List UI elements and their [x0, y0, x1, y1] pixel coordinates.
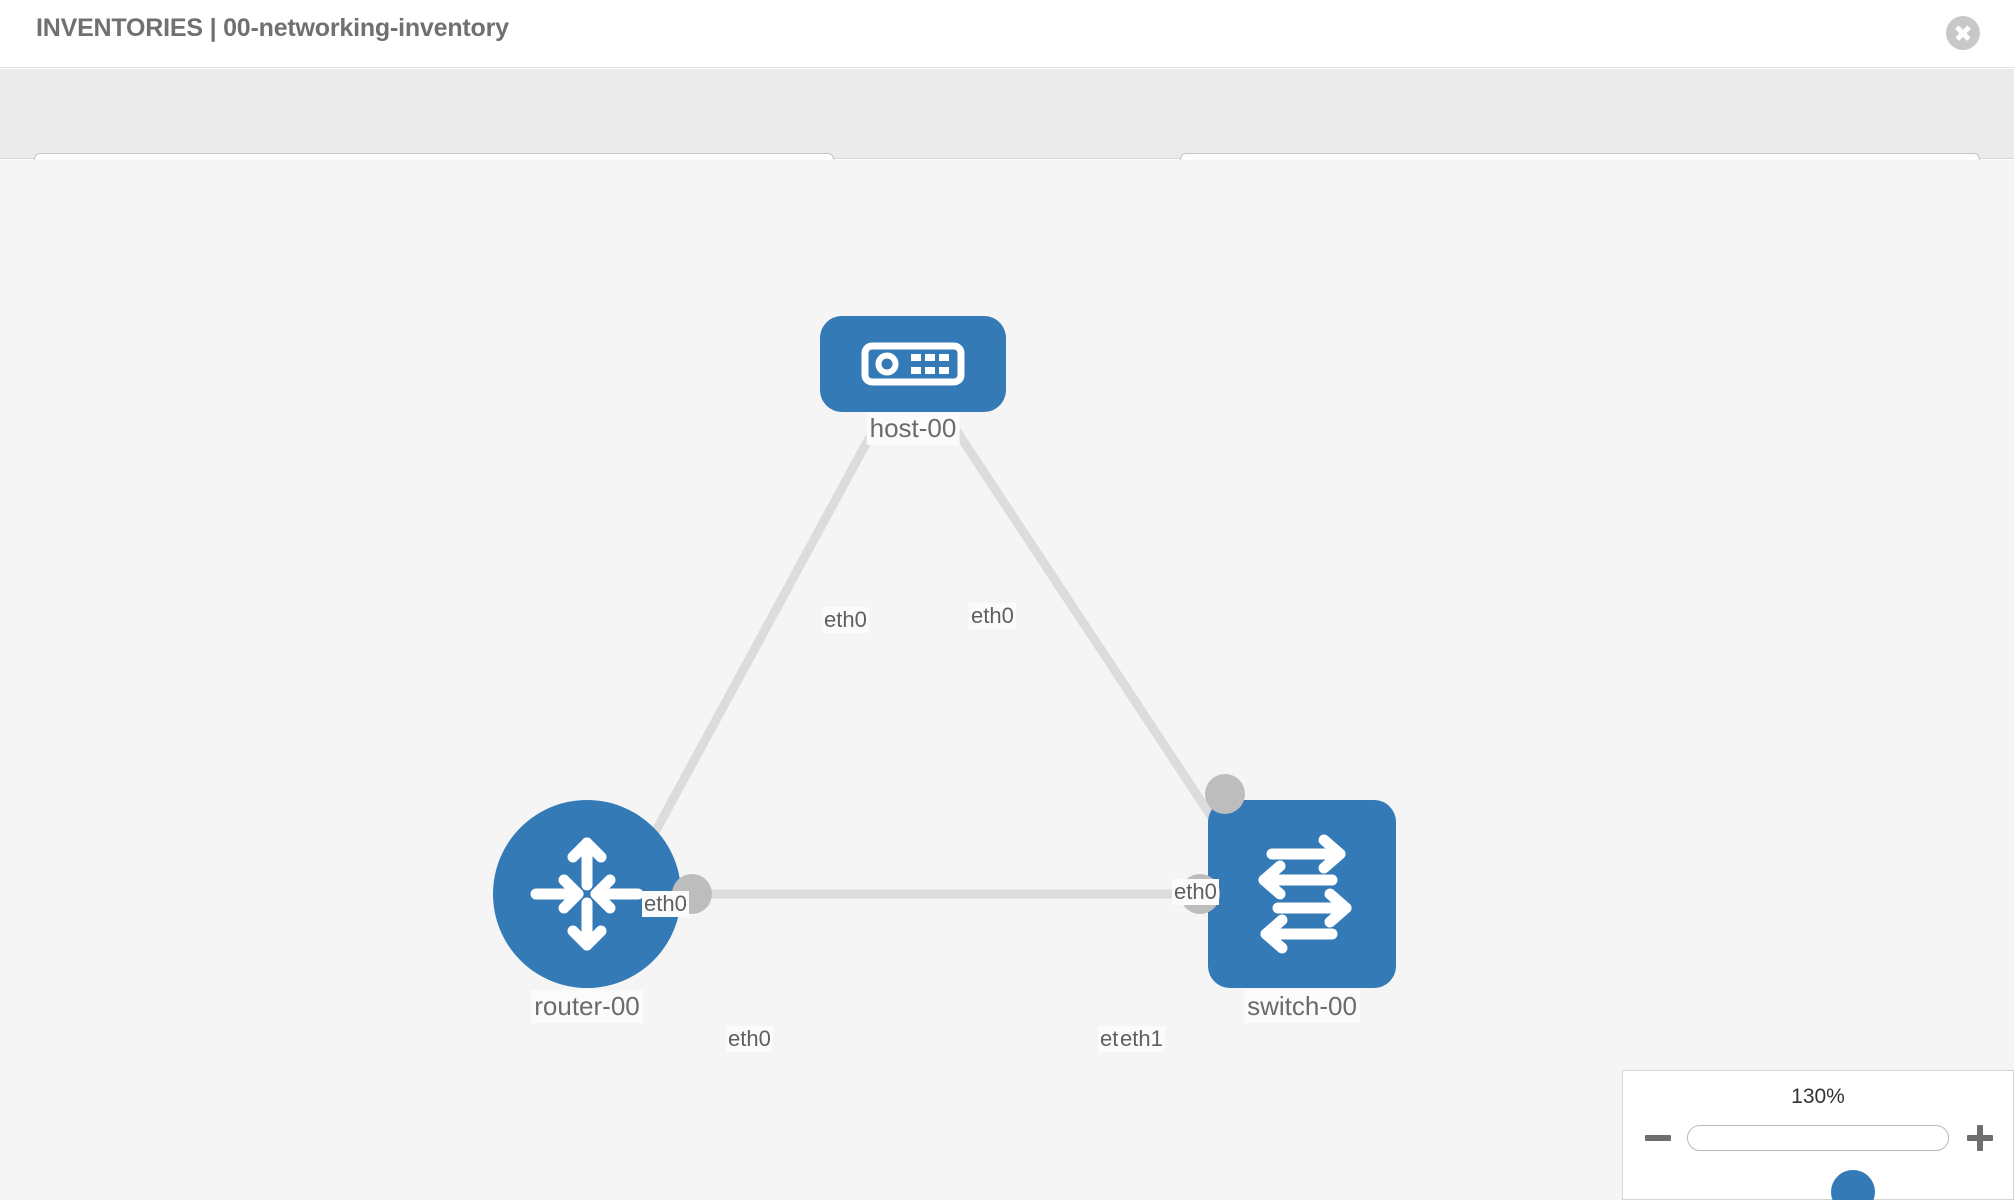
- zoom-level-label: 130%: [1791, 1085, 1845, 1108]
- edge-label-switch00-eth0-up: eth0: [1172, 879, 1219, 905]
- node-label-router-00: router-00: [531, 990, 643, 1023]
- edge-label-switch00-eth1-left: eth1: [1118, 1026, 1165, 1052]
- switch-arrows-icon[interactable]: [1208, 800, 1396, 988]
- minus-icon[interactable]: [1643, 1123, 1673, 1153]
- node-host-00[interactable]: host-00: [820, 316, 1006, 445]
- toolbar: ACTIONS SEARCH: [0, 69, 2014, 208]
- plus-icon[interactable]: [1965, 1123, 1995, 1153]
- endpoint-switch00-eth0-top[interactable]: [1205, 774, 1245, 814]
- node-label-host-00: host-00: [866, 412, 960, 445]
- topology-canvas[interactable]: host-00 router-00: [0, 160, 2014, 1200]
- topology-links: [636, 415, 1244, 899]
- edge-label-router00-eth0-up: eth0: [642, 891, 689, 917]
- edge-label-host00-eth0-left: eth0: [822, 607, 869, 633]
- zoom-slider[interactable]: [1687, 1125, 1949, 1200]
- node-label-switch-00: switch-00: [1244, 990, 1360, 1023]
- zoom-control-panel: 130%: [1622, 1070, 2014, 1200]
- node-router-00[interactable]: router-00: [493, 800, 681, 1023]
- page-header: INVENTORIES | 00-networking-inventory: [0, 0, 2014, 68]
- node-switch-00[interactable]: switch-00: [1208, 800, 1396, 1023]
- close-icon[interactable]: [1946, 16, 1980, 50]
- edge-label-host00-eth0-right: eth0: [969, 603, 1016, 629]
- edge-label-router00-eth0-right: eth0: [726, 1026, 773, 1052]
- link-host00-switch00: [944, 415, 1244, 863]
- page-title: INVENTORIES | 00-networking-inventory: [36, 14, 509, 42]
- zoom-slider-thumb[interactable]: [1831, 1170, 1875, 1200]
- link-host00-router00: [636, 415, 884, 863]
- server-icon[interactable]: [820, 316, 1006, 412]
